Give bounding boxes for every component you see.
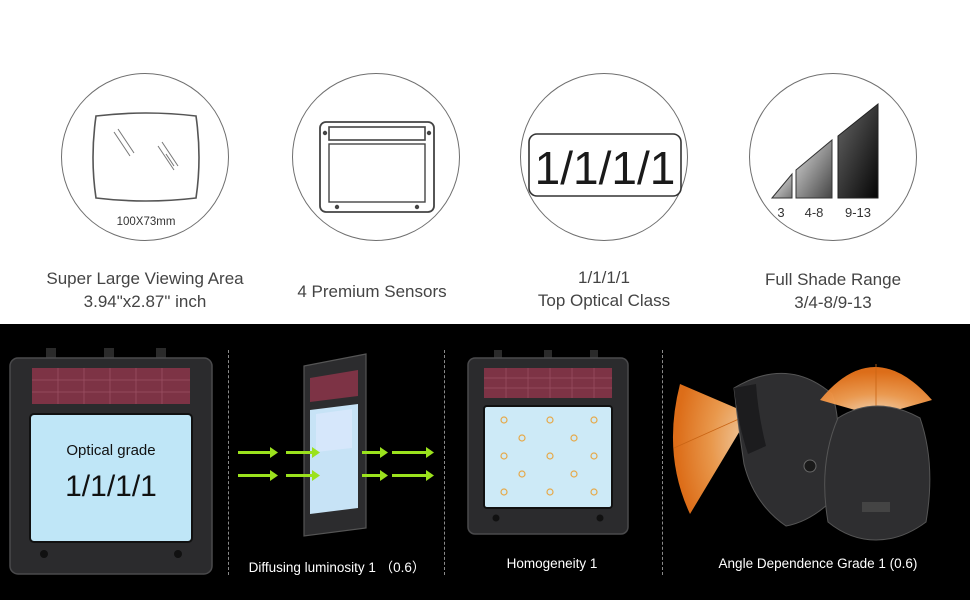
viewing-area-circle: 100X73mm bbox=[61, 73, 229, 241]
angle-dependence-caption: Angle Dependence Grade 1 (0.6) bbox=[718, 556, 918, 571]
shade-range-label: Full Shade Range 3/4-8/9-13 bbox=[764, 270, 902, 312]
optical-grade-title: Optical grade bbox=[66, 442, 155, 459]
light-arrows-out bbox=[362, 447, 434, 481]
sensor-cartridge-icon bbox=[319, 121, 435, 213]
angle-dependence-illustration bbox=[672, 364, 932, 541]
shade-tick-low: 3 bbox=[777, 205, 784, 220]
panel-divider bbox=[444, 350, 445, 575]
optical-grade-value: 1/1/1/1 bbox=[65, 470, 157, 503]
sensors-circle bbox=[292, 73, 460, 241]
product-strip: Optical grade 1/1/1/1 Diffusing luminosi… bbox=[0, 324, 970, 600]
viewing-area-label: Super Large Viewing Area 3.94"x2.87" inc… bbox=[46, 269, 244, 311]
sensor-dot bbox=[414, 204, 420, 210]
diffusing-luminosity-caption: Diffusing luminosity 1 （0.6） bbox=[248, 560, 426, 575]
homogeneity-caption: Homogeneity 1 bbox=[506, 556, 598, 571]
shade-range-icon: 3 4-8 9-13 bbox=[770, 102, 879, 220]
diffusing-luminosity-illustration bbox=[238, 353, 434, 537]
sensors-label: 4 Premium Sensors bbox=[297, 282, 447, 301]
optical-class-label: 1/1/1/1 Top Optical Class bbox=[537, 268, 671, 310]
solar-cell bbox=[32, 368, 190, 404]
feature-row: 100X73mm Super Large Viewing Area 3.94"x… bbox=[46, 73, 917, 312]
homogeneity-screen bbox=[483, 405, 613, 509]
side-helmet bbox=[733, 372, 839, 527]
viewing-area-icon: 100X73mm bbox=[92, 112, 200, 228]
front-helmet bbox=[824, 405, 931, 541]
optical-class-icon-text: 1/1/1/1 bbox=[535, 142, 676, 194]
filter-screen bbox=[29, 413, 193, 543]
shade-tick-high: 9-13 bbox=[845, 205, 871, 220]
optical-class-circle: 1/1/1/1 bbox=[520, 73, 688, 241]
optical-class-icon: 1/1/1/1 bbox=[528, 133, 682, 197]
side-view-angle-arc bbox=[672, 384, 750, 514]
sensor-dot bbox=[322, 130, 328, 136]
homogeneity-test-points bbox=[500, 416, 598, 496]
light-arrows-in bbox=[238, 447, 320, 481]
panel-divider bbox=[228, 350, 229, 575]
shade-range-circle: 3 4-8 9-13 bbox=[749, 73, 917, 241]
panel-divider bbox=[662, 350, 663, 575]
sensor-dot bbox=[426, 130, 432, 136]
filter-cartridge-front: Optical grade 1/1/1/1 bbox=[9, 348, 213, 575]
homogeneity-cartridge bbox=[467, 350, 629, 535]
shade-tick-mid: 4-8 bbox=[805, 205, 824, 220]
sensor-dot bbox=[334, 204, 340, 210]
viewing-area-size-text: 100X73mm bbox=[117, 216, 176, 228]
